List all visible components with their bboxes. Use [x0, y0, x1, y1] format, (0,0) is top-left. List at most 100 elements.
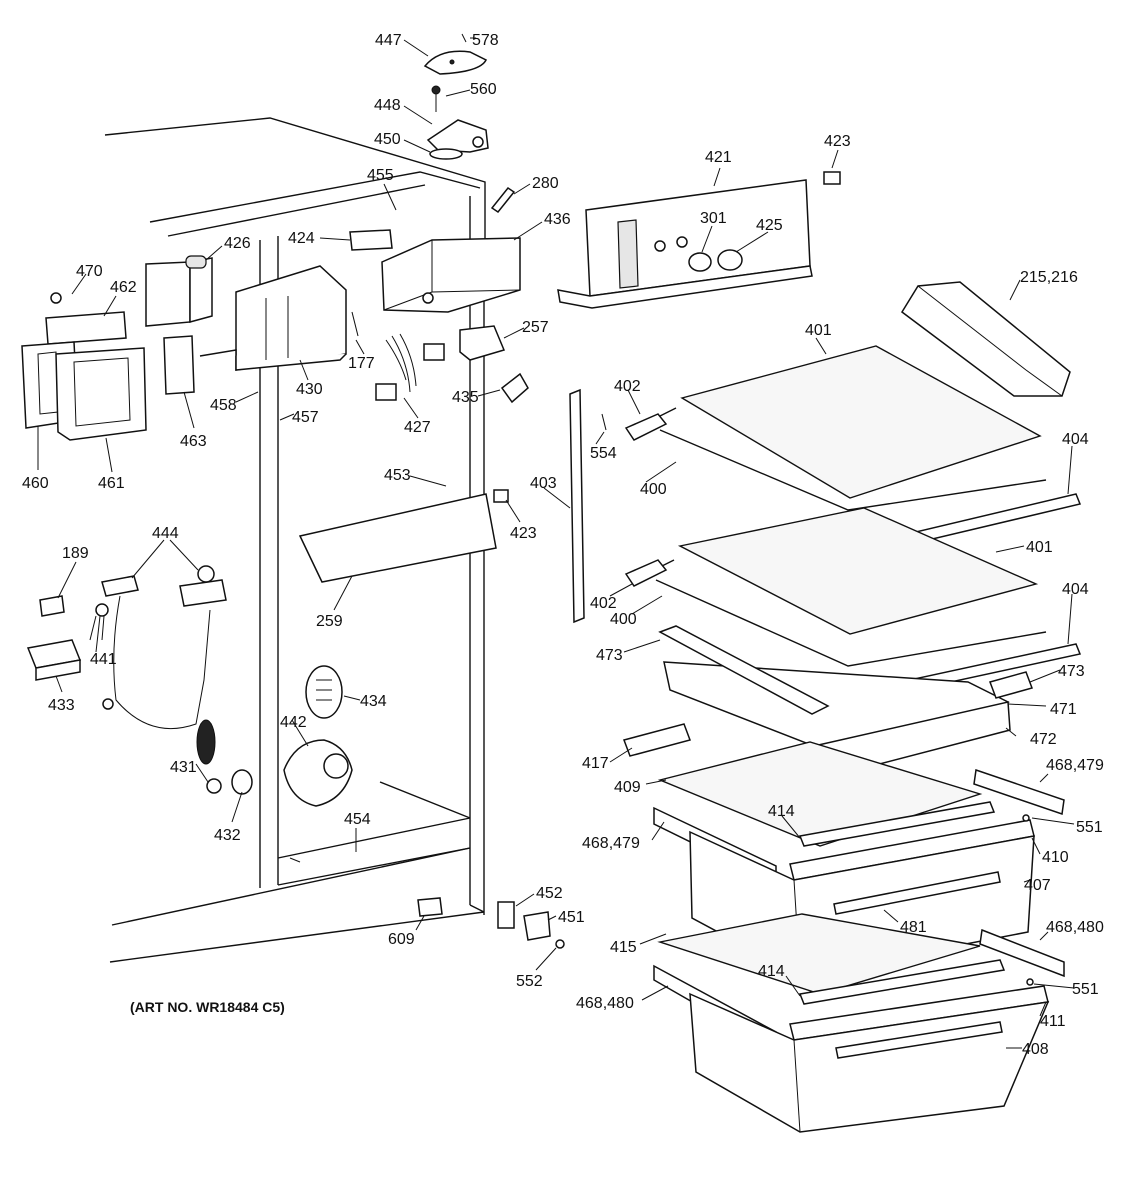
light-lens-434	[305, 665, 343, 719]
handle-481	[833, 871, 1001, 915]
damper-motor-442	[283, 739, 353, 807]
screw-177	[351, 311, 359, 337]
shelf-glass-401-lower	[677, 507, 1039, 635]
label-402-lower: 402	[590, 595, 617, 612]
switch-435	[500, 372, 529, 404]
pan-trim-414-upper	[798, 801, 996, 847]
label-423-mid: 423	[510, 525, 537, 542]
bulb-423-mid	[493, 489, 509, 503]
duct-cover-462	[45, 311, 127, 345]
label-442: 442	[280, 714, 307, 731]
label-435: 435	[452, 389, 479, 406]
bracket-424	[349, 229, 393, 251]
label-453: 453	[384, 467, 411, 484]
label-433: 433	[48, 697, 75, 714]
label-426: 426	[224, 235, 251, 252]
shelf-bracket-402-lower	[624, 559, 668, 587]
label-404-lower: 404	[1062, 581, 1089, 598]
connector-189	[39, 595, 65, 617]
bracket-452	[497, 901, 515, 929]
label-450: 450	[374, 131, 401, 148]
label-457: 457	[292, 409, 319, 426]
label-409: 409	[614, 779, 641, 796]
label-461: 461	[98, 475, 125, 492]
slide-468-479-right	[973, 768, 1065, 816]
label-257: 257	[522, 319, 549, 336]
label-472: 472	[1030, 731, 1057, 748]
label-177: 177	[348, 355, 375, 372]
pan-glass-415	[657, 913, 981, 995]
label-410: 410	[1042, 849, 1069, 866]
leveler-609	[417, 897, 443, 917]
label-408: 408	[1022, 1041, 1049, 1058]
lamp-socket-433	[26, 639, 82, 681]
label-280: 280	[532, 175, 559, 192]
socket-432	[231, 769, 253, 795]
label-451: 451	[558, 909, 585, 926]
label-400-upper: 400	[640, 481, 667, 498]
grommet-431	[196, 719, 222, 794]
label-609: 609	[388, 931, 415, 948]
label-423-top: 423	[824, 133, 851, 150]
label-473-left: 473	[596, 647, 623, 664]
callout-labels: 447 578 448 560 450 455 280 421 423 426 …	[22, 32, 1104, 1058]
screw-551-upper	[1022, 814, 1030, 822]
label-481: 481	[900, 919, 927, 936]
label-417: 417	[582, 755, 609, 772]
harness-444	[101, 565, 227, 730]
label-407: 407	[1024, 877, 1051, 894]
label-400-lower: 400	[610, 611, 637, 628]
label-471: 471	[1050, 701, 1077, 718]
label-415: 415	[610, 939, 637, 956]
label-473-right: 473	[1058, 663, 1085, 680]
cap-280	[490, 186, 516, 214]
hinge-cover-447	[423, 50, 488, 75]
label-424: 424	[288, 230, 315, 247]
label-468-479-right: 468,479	[1046, 757, 1104, 774]
damper-housing-461	[55, 347, 147, 441]
art-number: (ART NO. WR18484 C5)	[130, 999, 285, 1015]
label-463: 463	[180, 433, 207, 450]
label-460: 460	[22, 475, 49, 492]
label-403: 403	[530, 475, 557, 492]
pan-trim-414-lower	[798, 959, 1006, 1005]
timer-257	[459, 325, 506, 361]
screw-470	[50, 292, 62, 304]
leader-lines	[37, 37, 1075, 1049]
label-578: 578	[472, 32, 499, 49]
seal-463	[163, 335, 195, 395]
label-551-lower: 551	[1072, 981, 1099, 998]
screw-554	[601, 413, 607, 431]
label-401-lower: 401	[1026, 539, 1053, 556]
label-447: 447	[375, 32, 402, 49]
slide-468-480-right	[979, 928, 1065, 978]
label-454: 454	[344, 811, 371, 828]
label-552: 552	[516, 973, 543, 990]
label-425: 425	[756, 217, 783, 234]
slide-417	[623, 723, 691, 757]
pan-glass-409	[657, 741, 983, 847]
label-434: 434	[360, 693, 387, 710]
label-441: 441	[90, 651, 117, 668]
control-panel-421	[557, 179, 813, 309]
label-462: 462	[110, 279, 137, 296]
knob-301	[688, 252, 712, 272]
label-468-479-left: 468,479	[582, 835, 640, 852]
fan-shroud-436	[381, 237, 521, 313]
label-554: 554	[590, 445, 617, 462]
snack-pan-215-216	[901, 281, 1071, 397]
shelf-glass-401-upper	[680, 345, 1042, 499]
label-551-upper: 551	[1076, 819, 1103, 836]
label-401-upper: 401	[805, 322, 832, 339]
control-housing-430	[199, 265, 347, 371]
cover-trim-473-left	[658, 625, 830, 715]
drawer-408	[689, 992, 1050, 1133]
light-shield-259	[298, 493, 497, 583]
label-421: 421	[705, 149, 732, 166]
label-432: 432	[214, 827, 241, 844]
top-hinge-448	[426, 119, 489, 153]
label-468-480-left: 468,480	[576, 995, 634, 1012]
label-189: 189	[62, 545, 89, 562]
screw-578	[461, 33, 467, 43]
